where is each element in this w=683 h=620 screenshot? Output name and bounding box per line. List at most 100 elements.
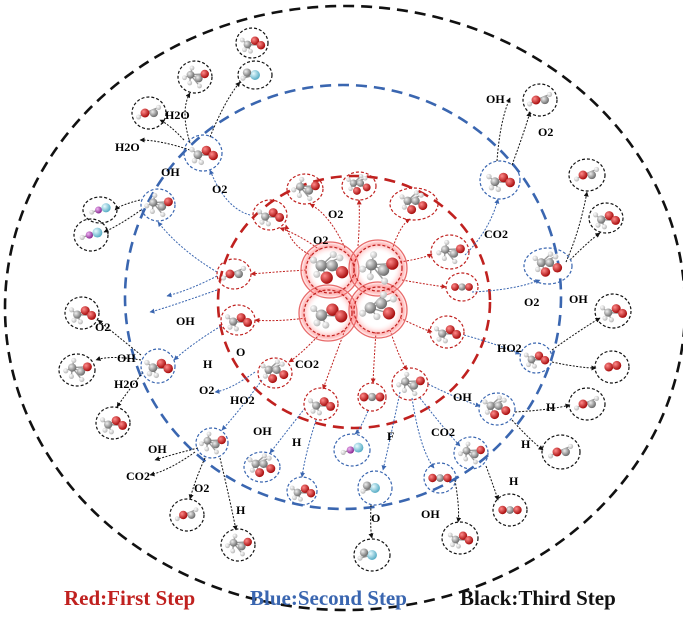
- atom: [498, 172, 509, 183]
- molecule-bubble-outline: [353, 286, 403, 334]
- atom: [239, 37, 245, 43]
- molecule-bubble-outline: [303, 289, 353, 337]
- molecule-icon: [177, 60, 213, 94]
- atom: [63, 368, 69, 374]
- molecule-bubble-outline: [357, 382, 387, 412]
- atom: [243, 537, 252, 547]
- molecule-bubble-outline: [594, 293, 632, 329]
- atom: [310, 181, 320, 191]
- atom: [441, 245, 450, 254]
- atom: [101, 203, 111, 213]
- atom: [203, 436, 212, 445]
- reaction-arrow-icon: [154, 447, 199, 461]
- reaction-arrow-icon: [149, 451, 196, 477]
- atom: [255, 468, 265, 478]
- atom: [349, 179, 358, 187]
- atom: [79, 377, 85, 383]
- atom: [506, 506, 514, 514]
- atom: [547, 91, 553, 97]
- atom: [82, 362, 92, 372]
- molecule-icon: [519, 342, 553, 374]
- atom: [250, 36, 260, 45]
- atom: [242, 47, 247, 53]
- atom: [436, 250, 442, 256]
- molecule-bubble-outline: [478, 392, 516, 426]
- atom: [240, 551, 245, 557]
- atom: [322, 321, 330, 329]
- atom: [309, 256, 318, 264]
- atom: [149, 208, 155, 214]
- atom: [381, 277, 389, 285]
- atom: [336, 254, 344, 262]
- molecule-icon: [303, 387, 339, 421]
- molecule-icon: [568, 158, 606, 192]
- atom: [602, 315, 608, 321]
- atom: [545, 258, 555, 268]
- reaction-arrow-icon: [389, 329, 408, 371]
- atom: [359, 548, 369, 557]
- label-oh-right-low: OH: [453, 390, 472, 404]
- molecule-bubble-outline: [594, 350, 630, 384]
- atom: [488, 184, 495, 191]
- molecule-bubble-outline: [58, 353, 96, 387]
- atom: [415, 376, 425, 386]
- atom: [160, 212, 166, 218]
- atom: [136, 114, 142, 120]
- atom: [80, 306, 90, 316]
- atom: [95, 206, 102, 214]
- atom: [329, 251, 337, 259]
- atom: [144, 359, 150, 366]
- atom: [375, 392, 385, 402]
- atom: [456, 543, 461, 549]
- atom: [199, 441, 204, 447]
- atom: [77, 319, 83, 325]
- atom: [527, 355, 536, 364]
- molecule-bubble-outline: [220, 528, 256, 562]
- molecule-icon: [252, 199, 288, 231]
- molecule-bubble-outline: [430, 234, 470, 270]
- molecule-icon: [58, 353, 96, 387]
- atom: [444, 239, 450, 245]
- label-co2-left-bottom: CO2: [126, 469, 150, 483]
- molecule-bubble-outline: [195, 427, 229, 459]
- molecule-bubble-outline: [492, 493, 528, 527]
- atom: [496, 395, 502, 401]
- atom: [153, 372, 160, 379]
- molecule-bubble-outline: [479, 160, 521, 200]
- atom: [484, 409, 490, 415]
- label-o2-center: O2: [313, 233, 328, 247]
- atom: [316, 410, 322, 416]
- atom: [148, 363, 158, 373]
- atom: [71, 317, 77, 323]
- reaction-arrow-icon: [496, 97, 511, 162]
- atom: [326, 259, 338, 272]
- molecule-icon: [357, 382, 387, 412]
- molecule-icon: [195, 427, 229, 459]
- molecule-icon: [523, 247, 573, 285]
- atom: [289, 485, 295, 491]
- label-oh-left-top: OH: [161, 165, 180, 179]
- atom: [240, 75, 246, 81]
- atom: [225, 543, 230, 549]
- molecule-bubble-outline: [389, 187, 439, 221]
- label-oh-top-right: OH: [486, 92, 505, 106]
- atom: [513, 505, 522, 515]
- atom: [548, 453, 554, 459]
- atom: [409, 381, 419, 390]
- atom: [438, 329, 447, 338]
- molecule-bubble-outline: [391, 367, 429, 401]
- molecule-bubble-outline: [588, 202, 624, 234]
- label-oh-bottom: OH: [421, 507, 440, 521]
- atom: [89, 209, 95, 215]
- atom: [441, 255, 447, 261]
- atom: [326, 401, 336, 411]
- atom: [370, 251, 378, 259]
- atom: [266, 455, 272, 461]
- atom: [87, 310, 97, 320]
- molecule-bubble-outline: [333, 433, 371, 467]
- molecule-bubble-outline: [183, 134, 223, 172]
- reaction-arrow-icon: [219, 457, 238, 531]
- atom: [401, 377, 410, 386]
- molecule-icon: [341, 171, 377, 201]
